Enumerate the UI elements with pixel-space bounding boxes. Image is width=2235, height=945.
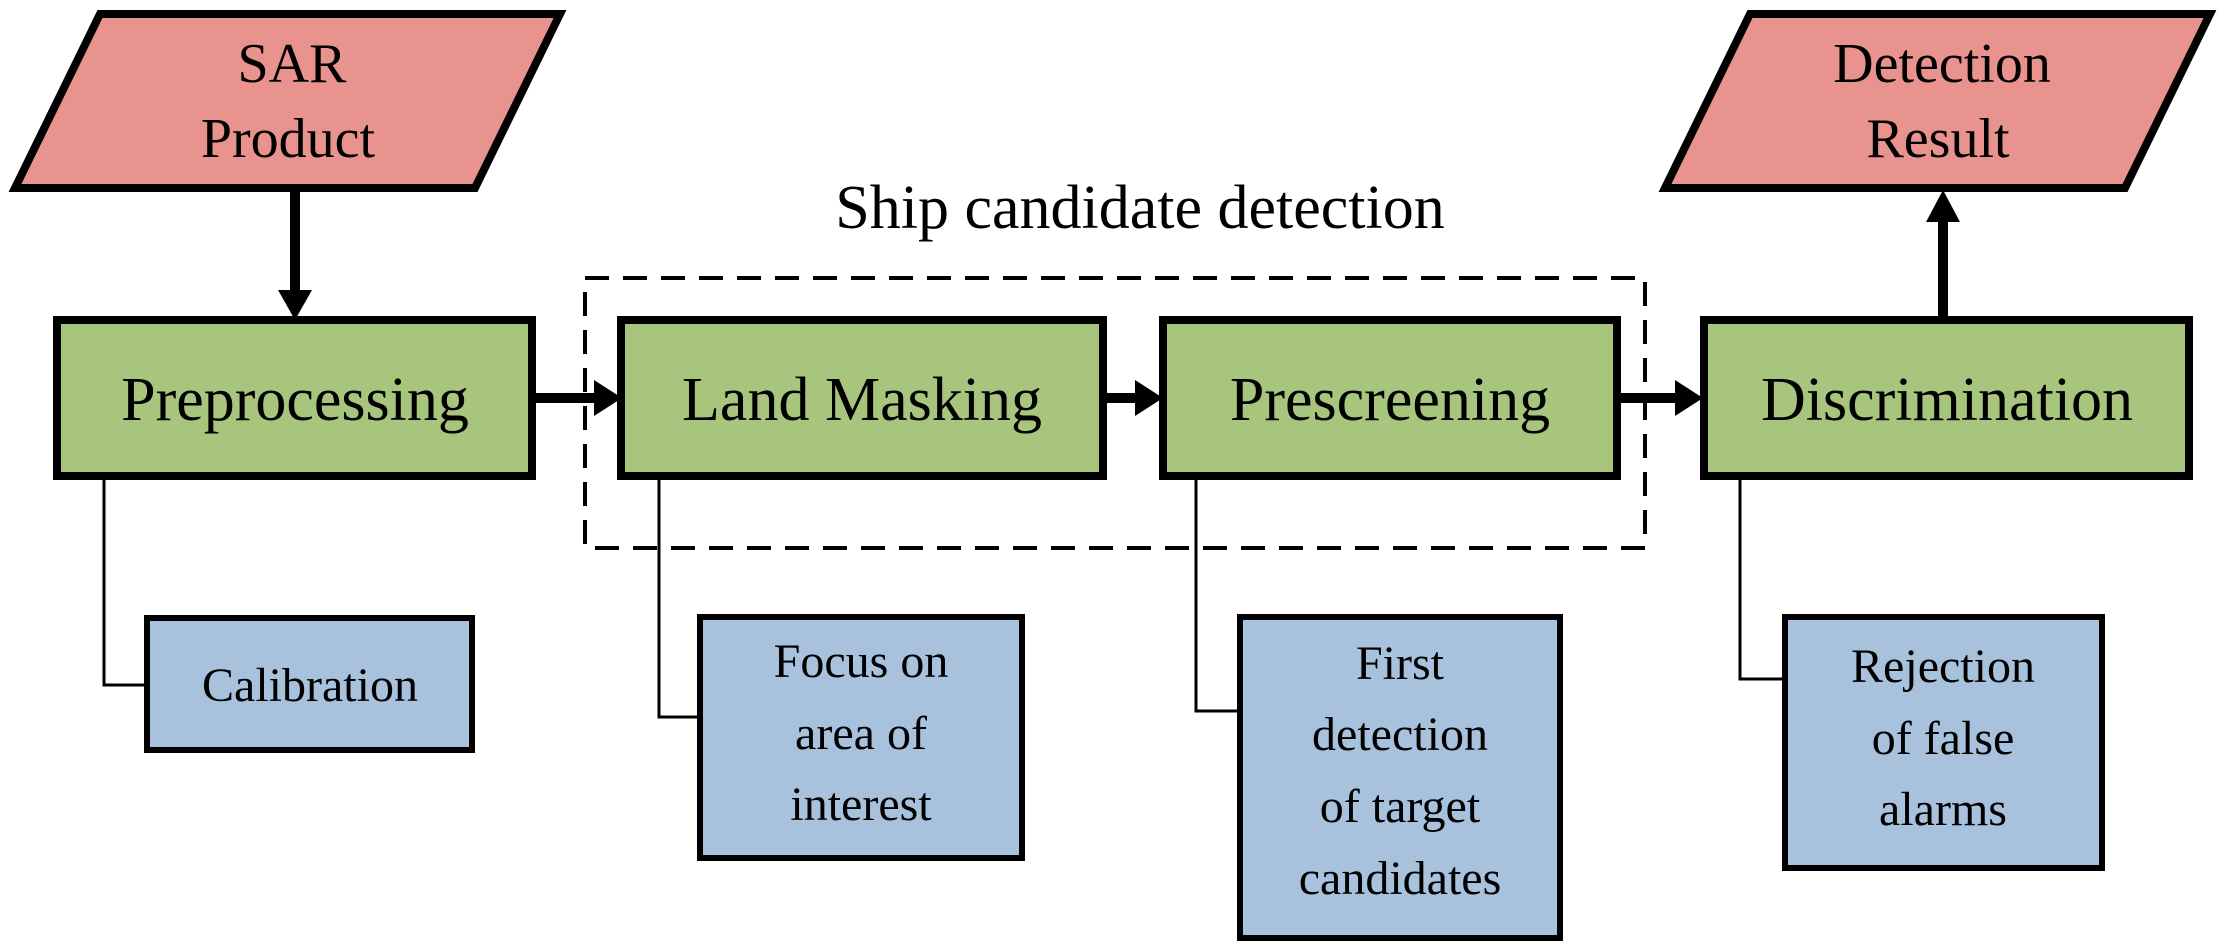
- land-masking-label: Land Masking: [682, 366, 1042, 434]
- rejection-label-line3: alarms: [1879, 783, 2007, 836]
- arrow-sar-to-preprocessing: [278, 190, 312, 320]
- calibration-label: Calibration: [202, 659, 418, 712]
- arrow-head-up-icon: [1926, 190, 1960, 222]
- prescreening-box: [1159, 316, 1621, 480]
- node-preprocessing: Preprocessing: [53, 316, 536, 480]
- discrimination-box: [1700, 316, 2193, 480]
- focus-area-label-line2: area of: [795, 707, 927, 760]
- rejection-label-line1: Rejection: [1851, 640, 2035, 693]
- connector-landmasking-to-focus: [657, 478, 698, 719]
- sar-product-label-line2: Product: [201, 108, 376, 170]
- arrow-landmasking-to-prescreening: [1104, 380, 1163, 416]
- focus-area-label-line1: Focus on: [774, 635, 949, 688]
- node-discrimination: Discrimination: [1700, 316, 2193, 480]
- node-prescreening: Prescreening: [1159, 316, 1621, 480]
- first-detection-label-line2: detection: [1312, 708, 1488, 761]
- detection-result-shape: [1658, 10, 2217, 192]
- group-ship-candidate-detection-title: Ship candidate detection: [835, 174, 1444, 242]
- sar-product-label-line1: SAR: [238, 33, 348, 95]
- first-detection-label-line3: of target: [1320, 780, 1481, 833]
- group-ship-candidate-detection-box: [583, 276, 1647, 550]
- first-detection-box: [1237, 614, 1563, 941]
- rejection-label-line2: of false: [1872, 712, 2015, 765]
- preprocessing-box: [53, 316, 536, 480]
- node-detection-result: Detection Result: [1658, 10, 2217, 192]
- sar-product-shape: [8, 10, 567, 192]
- land-masking-box: [617, 316, 1107, 480]
- prescreening-label: Prescreening: [1230, 366, 1550, 434]
- first-detection-label-line1: First: [1356, 637, 1445, 690]
- rejection-false-alarms-box: [1782, 614, 2105, 871]
- calibration-box: [144, 615, 475, 753]
- connector-preprocessing-to-calibration: [102, 478, 145, 687]
- node-focus-area: Focus on area of interest: [697, 614, 1025, 861]
- node-land-masking: Land Masking: [617, 316, 1107, 480]
- arrow-discrimination-to-detectionresult: [1926, 190, 1960, 316]
- detection-result-label-line1: Detection: [1833, 33, 2051, 95]
- arrow-preprocessing-to-landmasking: [533, 380, 622, 416]
- arrow-head-right-icon: [594, 380, 622, 416]
- first-detection-label-line4: candidates: [1299, 852, 1502, 905]
- arrow-head-down-icon: [278, 290, 312, 320]
- arrow-head-right-icon: [1675, 380, 1703, 416]
- node-calibration: Calibration: [144, 615, 475, 753]
- detection-result-label-line2: Result: [1866, 108, 2010, 170]
- discrimination-label: Discrimination: [1761, 366, 2133, 434]
- connector-prescreening-to-firstdetection: [1194, 478, 1238, 713]
- focus-area-box: [697, 614, 1025, 861]
- arrow-head-right-icon: [1135, 380, 1163, 416]
- arrow-prescreening-to-discrimination: [1618, 380, 1703, 416]
- connector-discrimination-to-rejection: [1738, 478, 1783, 681]
- preprocessing-label: Preprocessing: [121, 366, 469, 434]
- node-first-detection: First detection of target candidates: [1237, 614, 1563, 941]
- node-rejection-false-alarms: Rejection of false alarms: [1782, 614, 2105, 871]
- node-sar-product: SAR Product: [8, 10, 567, 192]
- focus-area-label-line3: interest: [790, 778, 932, 831]
